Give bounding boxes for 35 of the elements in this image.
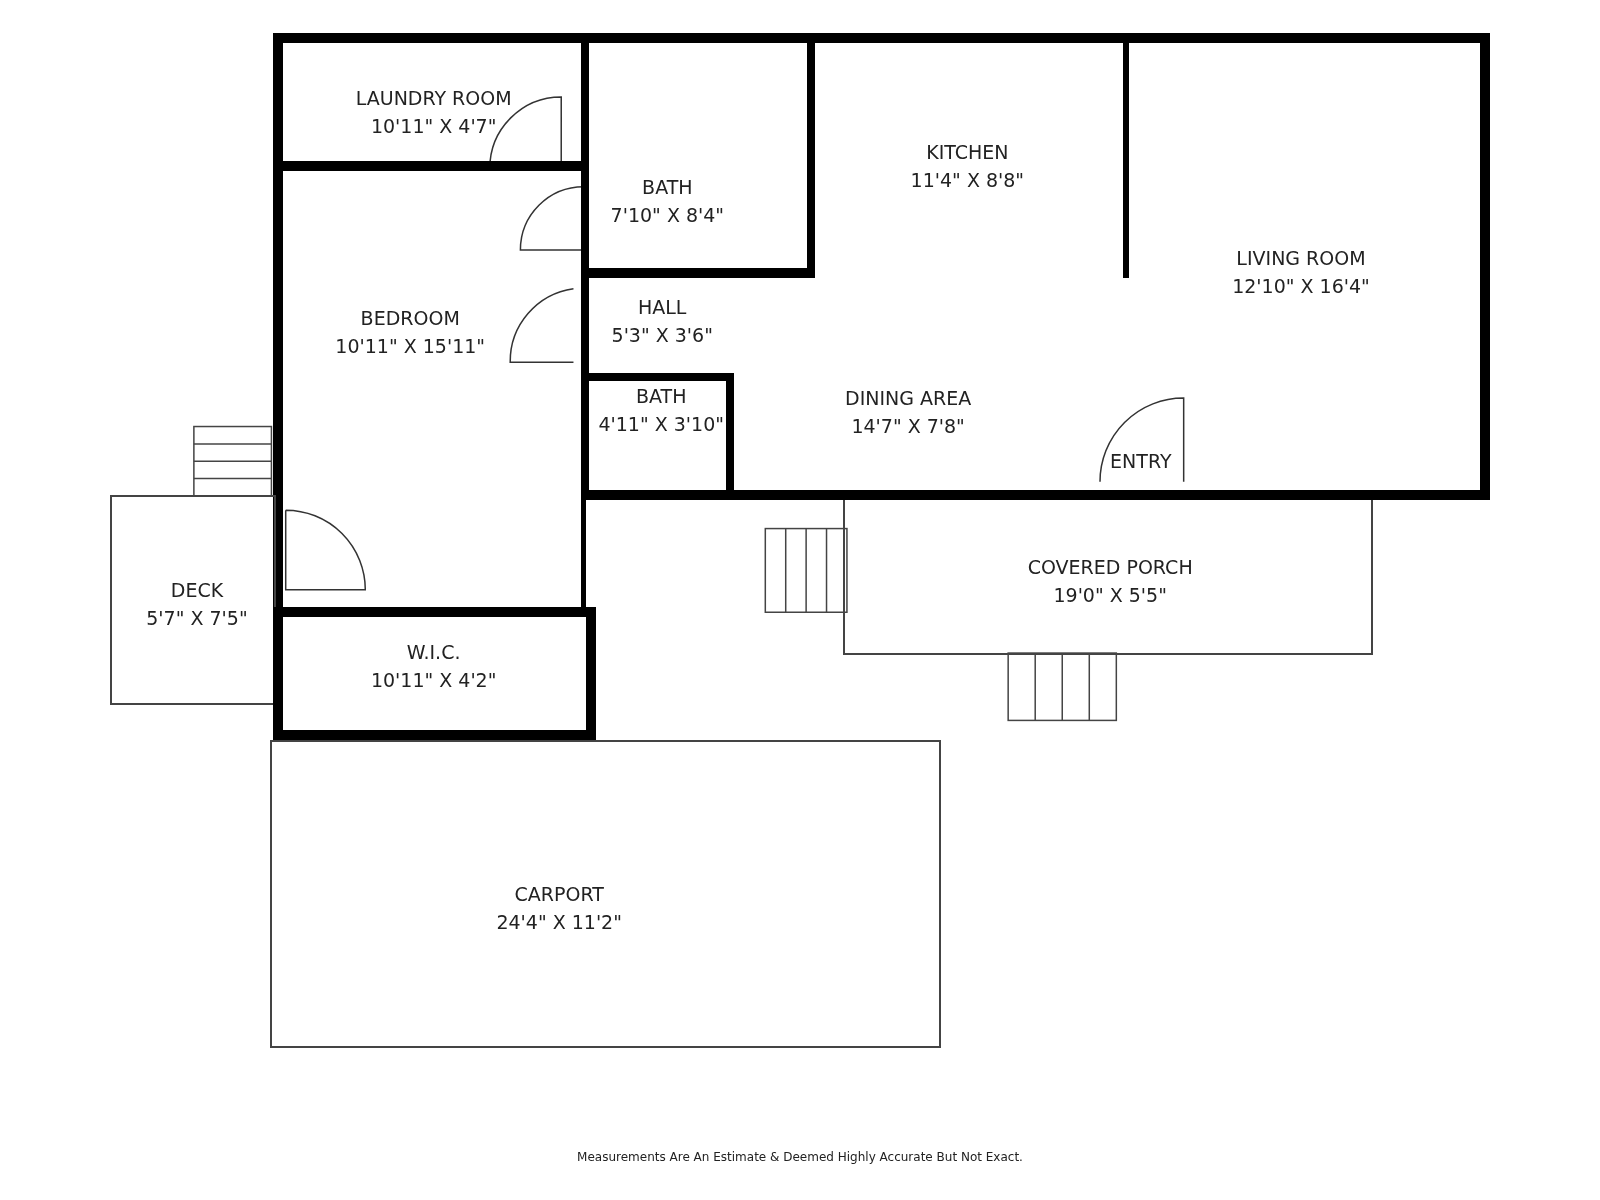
room-name: BEDROOM [360, 306, 460, 329]
room-name: CARPORT [514, 883, 604, 906]
room-outline [583, 32, 813, 278]
room-outline [810, 32, 1129, 278]
room-outline [270, 739, 941, 1048]
room-dimensions: 12'10" X 16'4" [1232, 275, 1370, 298]
room-dimensions: 10'11" X 15'11" [335, 334, 486, 357]
room-dimensions: 24'4" X 11'2" [496, 911, 622, 934]
room-outline [273, 32, 586, 172]
room-outline [842, 500, 1374, 656]
room-name: HALL [638, 296, 687, 319]
room-dimensions: 10'11" X 4'2" [370, 669, 497, 692]
room-name: DINING AREA [845, 387, 972, 410]
room-outline [110, 494, 276, 706]
disclaimer-note: Measurements Are An Estimate & Deemed Highly Accurate But Not Exact. [576, 1150, 1024, 1164]
room-dimensions: 5'7" X 7'5" [146, 607, 248, 630]
room-dimensions: 4'11" X 3'10" [598, 413, 724, 436]
room-name: DECK [170, 579, 224, 602]
room-name: W.I.C. [406, 641, 461, 664]
room-name: COVERED PORCH [1027, 555, 1193, 578]
room-name: KITCHEN [926, 141, 1009, 164]
room-outline [273, 168, 586, 610]
room-dimensions: 10'11" X 4'7" [370, 115, 497, 138]
room-dimensions: 5'3" X 3'6" [611, 324, 713, 347]
room-name: BATH [642, 176, 693, 198]
room-name: LIVING ROOM [1236, 247, 1366, 270]
room-dimensions: 11'4" X 8'8" [910, 169, 1025, 192]
room-dimensions: 7'10" X 8'4" [610, 204, 725, 226]
room-name: LAUNDRY ROOM [355, 87, 512, 110]
room-outline [583, 373, 734, 500]
room-outline [273, 607, 596, 740]
room-dimensions: 19'0" X 5'5" [1053, 583, 1167, 606]
room-dimensions: 14'7" X 7'8" [851, 415, 965, 438]
room-name: BATH [636, 385, 687, 408]
room-name: ENTRY [1110, 450, 1172, 473]
